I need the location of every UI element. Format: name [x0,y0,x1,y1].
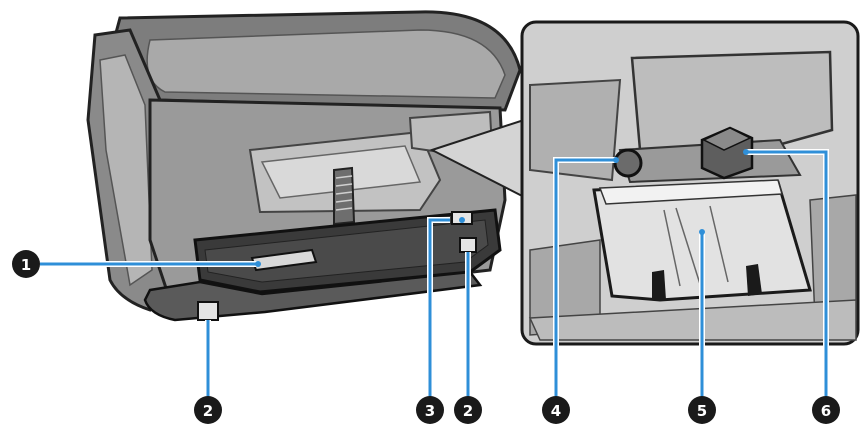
svg-text:1: 1 [21,256,31,274]
leader-line-4 [554,158,616,398]
callout-badge-4: 4 [542,396,570,424]
rear-foot-left [197,301,219,321]
callout-badge-6: 6 [812,396,840,424]
svg-text:3: 3 [425,402,435,420]
leader-line-6 [746,150,828,398]
svg-text:5: 5 [697,402,707,420]
scanner-body [86,10,522,322]
leader-line-3 [428,218,450,398]
rear-foot-right [459,237,477,253]
svg-text:2: 2 [203,402,213,420]
callout-badges: 1 2 3 2 4 5 6 [12,250,840,424]
detail-inset [520,20,860,346]
callout-badge-1: 1 [12,250,40,278]
round-connector [613,148,643,178]
leader-lines [40,149,829,398]
ribbed-slider [333,166,356,226]
svg-text:6: 6 [821,402,831,420]
callout-badge-2-left: 2 [194,396,222,424]
svg-text:2: 2 [463,402,473,420]
callout-badge-3: 3 [416,396,444,424]
callout-badge-2-right: 2 [454,396,482,424]
svg-text:4: 4 [551,402,561,420]
square-tab [700,126,754,180]
callout-badge-5: 5 [688,396,716,424]
